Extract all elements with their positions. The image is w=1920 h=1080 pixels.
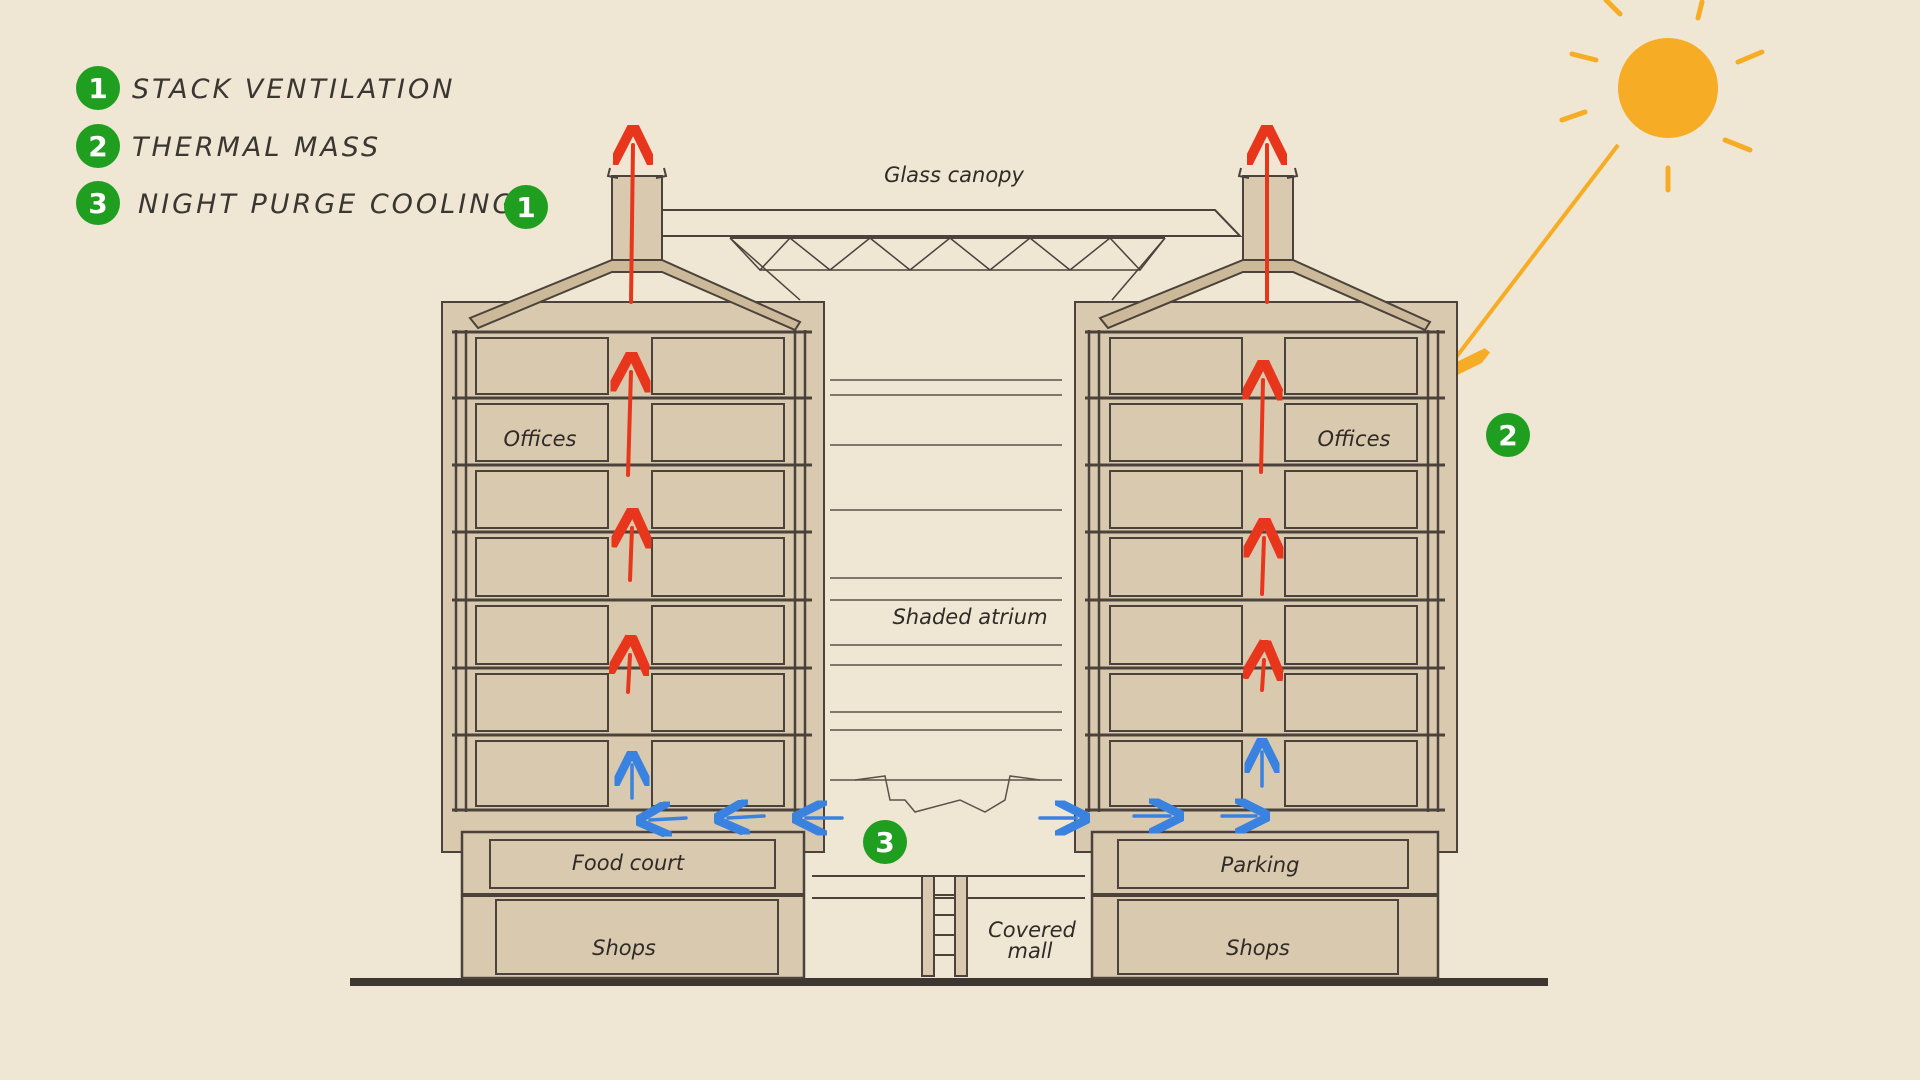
marker-2: 2 <box>1486 413 1530 457</box>
legend-badge-1 <box>76 66 120 110</box>
label-food-court: Food court <box>572 851 685 875</box>
glass-canopy <box>654 209 1243 301</box>
label-covered-mall-line2: mall <box>1008 939 1053 963</box>
left-building <box>441 167 825 980</box>
legend: 1 STACK VENTILATION 2 THERMAL MASS 3 NIG… <box>76 66 516 225</box>
marker-3: 3 <box>863 820 907 864</box>
legend-text-3: NIGHT PURGE COOLING <box>138 189 516 220</box>
solar-ray-arrow <box>1454 143 1620 360</box>
label-shops-left: Shops <box>592 936 656 960</box>
legend-number-3: 3 <box>88 187 107 220</box>
label-covered-mall-line1: Covered <box>988 918 1076 942</box>
marker-2-number: 2 <box>1498 419 1517 452</box>
atrium-floor-lines <box>830 379 1062 813</box>
legend-item-2: 2 THERMAL MASS <box>76 124 381 168</box>
covered-mall-structure <box>812 875 1085 977</box>
legend-number-1: 1 <box>88 72 107 105</box>
label-shaded-atrium: Shaded atrium <box>892 605 1047 629</box>
legend-badge-3 <box>76 181 120 225</box>
legend-text-1: STACK VENTILATION <box>132 74 455 105</box>
legend-number-2: 2 <box>88 130 107 163</box>
legend-item-3: 3 NIGHT PURGE COOLING <box>76 181 516 225</box>
night-purge-arrows <box>632 752 1262 820</box>
sun-icon <box>1559 0 1765 193</box>
marker-3-number: 3 <box>875 826 894 859</box>
label-shops-right: Shops <box>1226 936 1290 960</box>
legend-item-1: 1 STACK VENTILATION <box>76 66 455 110</box>
label-offices-left: Offices <box>504 427 577 451</box>
legend-badge-2 <box>76 124 120 168</box>
label-offices-right: Offices <box>1318 427 1391 451</box>
label-glass-canopy: Glass canopy <box>884 163 1024 187</box>
marker-1: 1 <box>504 185 548 229</box>
label-parking: Parking <box>1221 853 1300 877</box>
legend-text-2: THERMAL MASS <box>132 132 381 163</box>
marker-1-number: 1 <box>516 191 535 224</box>
stack-ventilation-arrows <box>628 145 1267 694</box>
ground-line <box>350 978 1548 986</box>
